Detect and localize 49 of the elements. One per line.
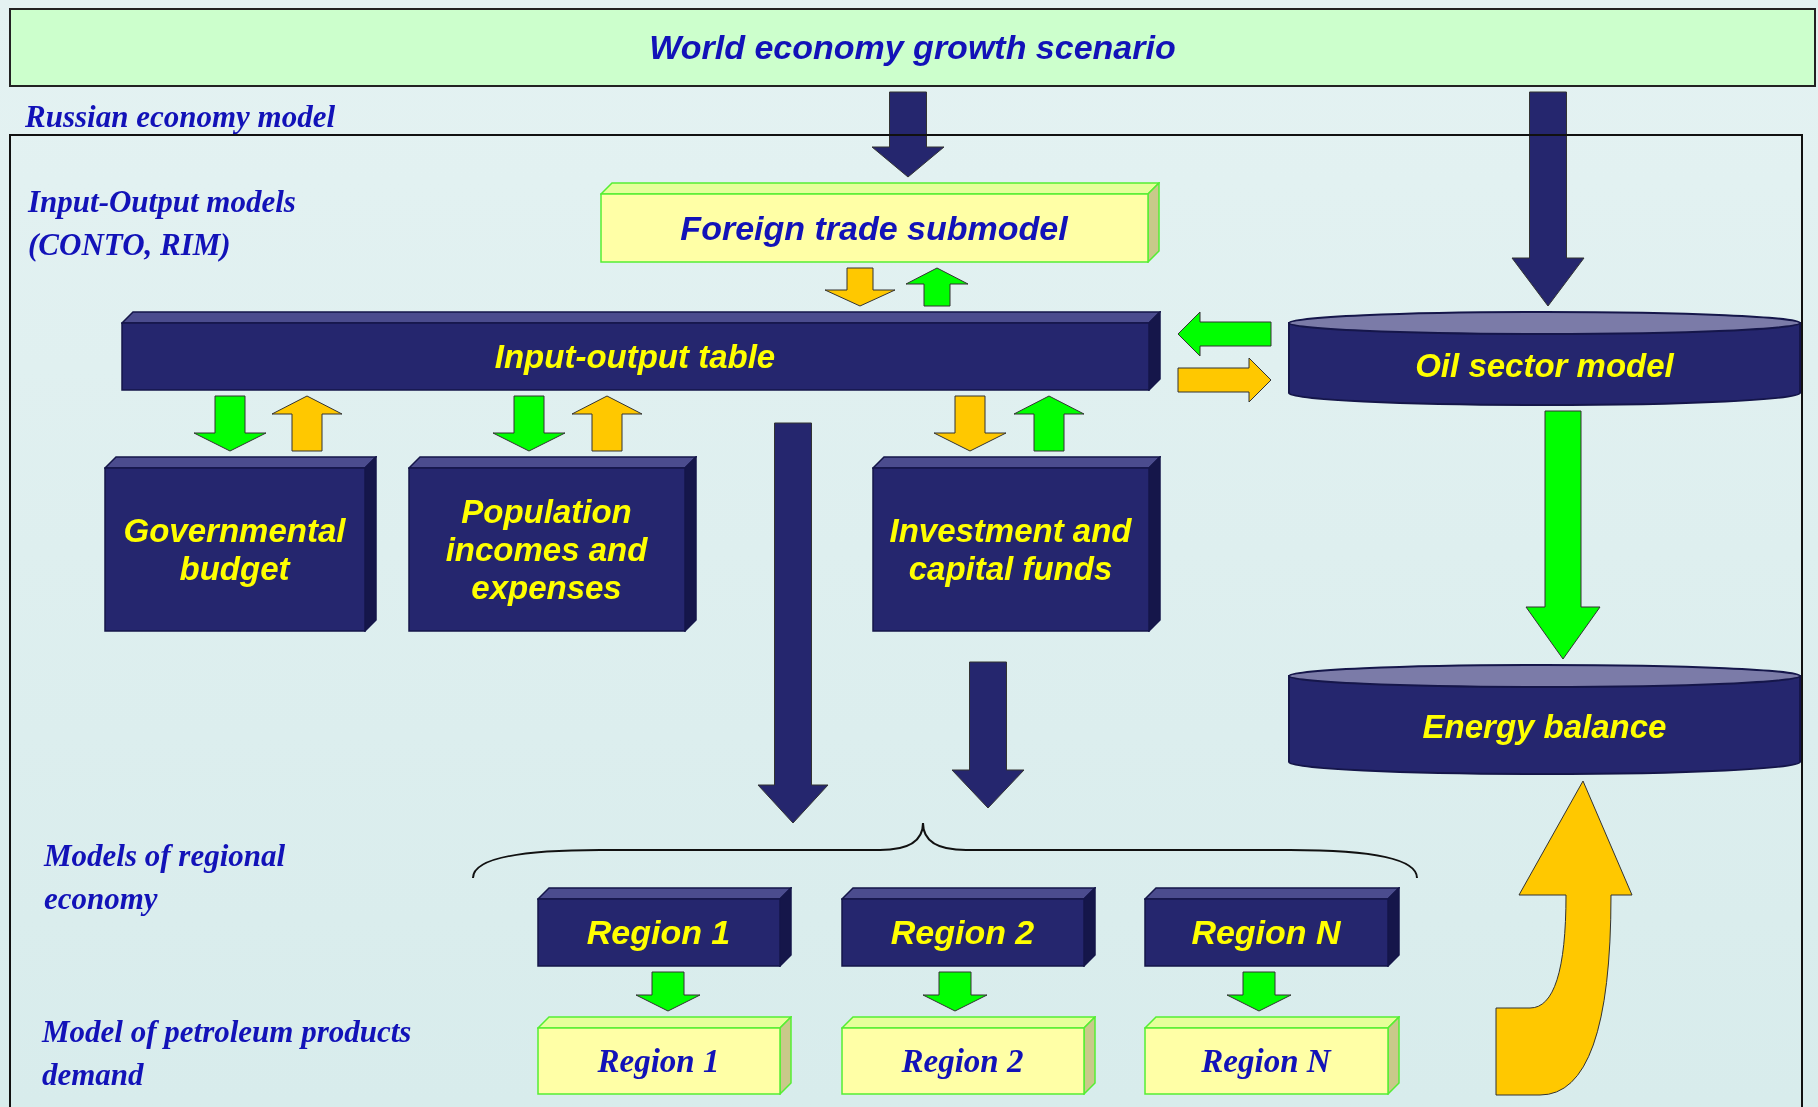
block-arrow <box>1511 91 1585 307</box>
block-arrow <box>1226 971 1292 1012</box>
box-label: Input-output table <box>494 338 776 376</box>
box-label: Region 1 <box>586 913 731 953</box>
block-arrow <box>905 267 969 307</box>
demand-box <box>1144 1016 1400 1095</box>
box-label: Oil sector model <box>1415 345 1674 386</box>
box-label: Region 2 <box>890 913 1035 953</box>
block-arrow <box>571 395 643 452</box>
block-arrow <box>271 395 343 452</box>
model-box <box>1144 887 1400 967</box>
block-arrow <box>824 267 896 307</box>
box-label: Foreign trade submodel <box>680 208 1068 249</box>
model-box <box>872 456 1161 632</box>
section-label: Models of regional economy <box>44 837 287 919</box>
block-arrow <box>871 91 945 178</box>
box-label: Region 1 <box>597 1042 720 1081</box>
model-box <box>600 182 1160 263</box>
box-label: Region 2 <box>901 1042 1024 1081</box>
block-arrow <box>492 395 566 452</box>
block-arrow <box>757 422 829 824</box>
box-label: Population incomes and expenses <box>444 493 649 607</box>
frame-heading: Russian economy model <box>25 100 335 134</box>
block-arrow <box>1525 410 1601 660</box>
box-label: Investment and capital funds <box>888 512 1133 588</box>
box-label: Energy balance <box>1422 706 1667 747</box>
model-box <box>104 456 377 632</box>
block-arrow <box>193 395 267 452</box>
section-label: Model of petroleum products demand <box>42 1013 413 1095</box>
scenario-banner <box>9 8 1816 87</box>
block-arrow <box>1177 311 1272 357</box>
banner-title: World economy growth scenario <box>649 27 1176 68</box>
box-label: Region N <box>1201 1042 1331 1081</box>
section-label: Input-Output models (CONTO, RIM) <box>28 183 297 265</box>
block-arrow <box>1177 357 1272 403</box>
block-arrow <box>933 395 1007 452</box>
model-box <box>121 311 1161 391</box>
model-box <box>537 887 792 967</box>
block-arrow <box>635 971 701 1012</box>
box-label: Governmental budget <box>122 512 347 588</box>
model-box <box>408 456 697 632</box>
demand-box <box>537 1016 792 1095</box>
demand-box <box>841 1016 1096 1095</box>
box-label: Region N <box>1191 913 1341 953</box>
block-arrow <box>1013 395 1085 452</box>
block-arrow <box>1495 780 1633 1096</box>
block-arrow <box>922 971 988 1012</box>
model-box <box>841 887 1096 967</box>
block-arrow <box>951 661 1025 809</box>
